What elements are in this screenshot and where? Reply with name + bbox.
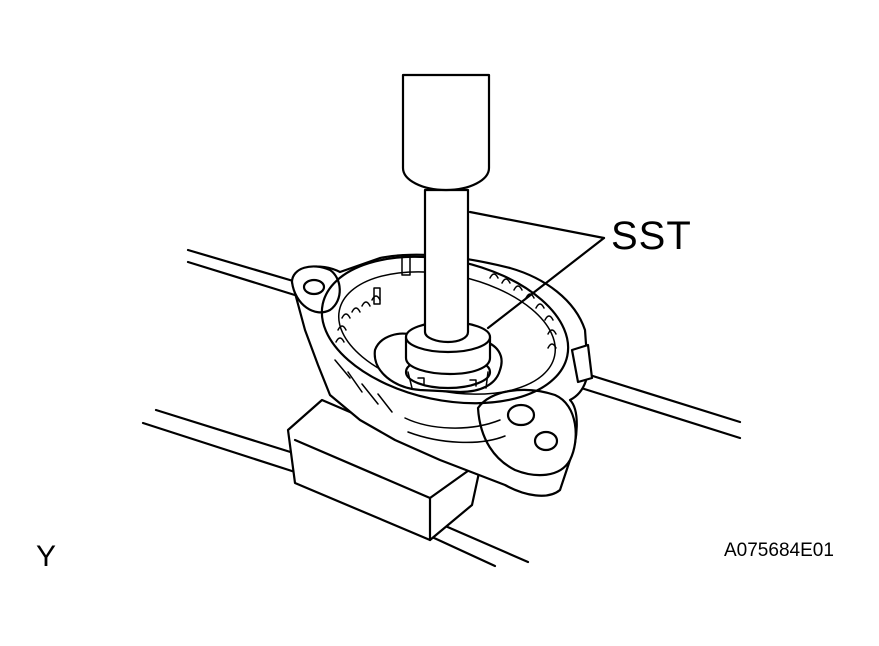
sst-callout-label: SST [611, 214, 692, 258]
press-rails [141, 248, 742, 568]
figure-code: A075684E01 [724, 540, 834, 561]
sst-leader-lines [468, 210, 606, 330]
cooling-slots [335, 254, 557, 349]
support-block [286, 398, 482, 542]
sst-press-tool [401, 73, 492, 376]
corner-mark: Y [36, 540, 57, 573]
